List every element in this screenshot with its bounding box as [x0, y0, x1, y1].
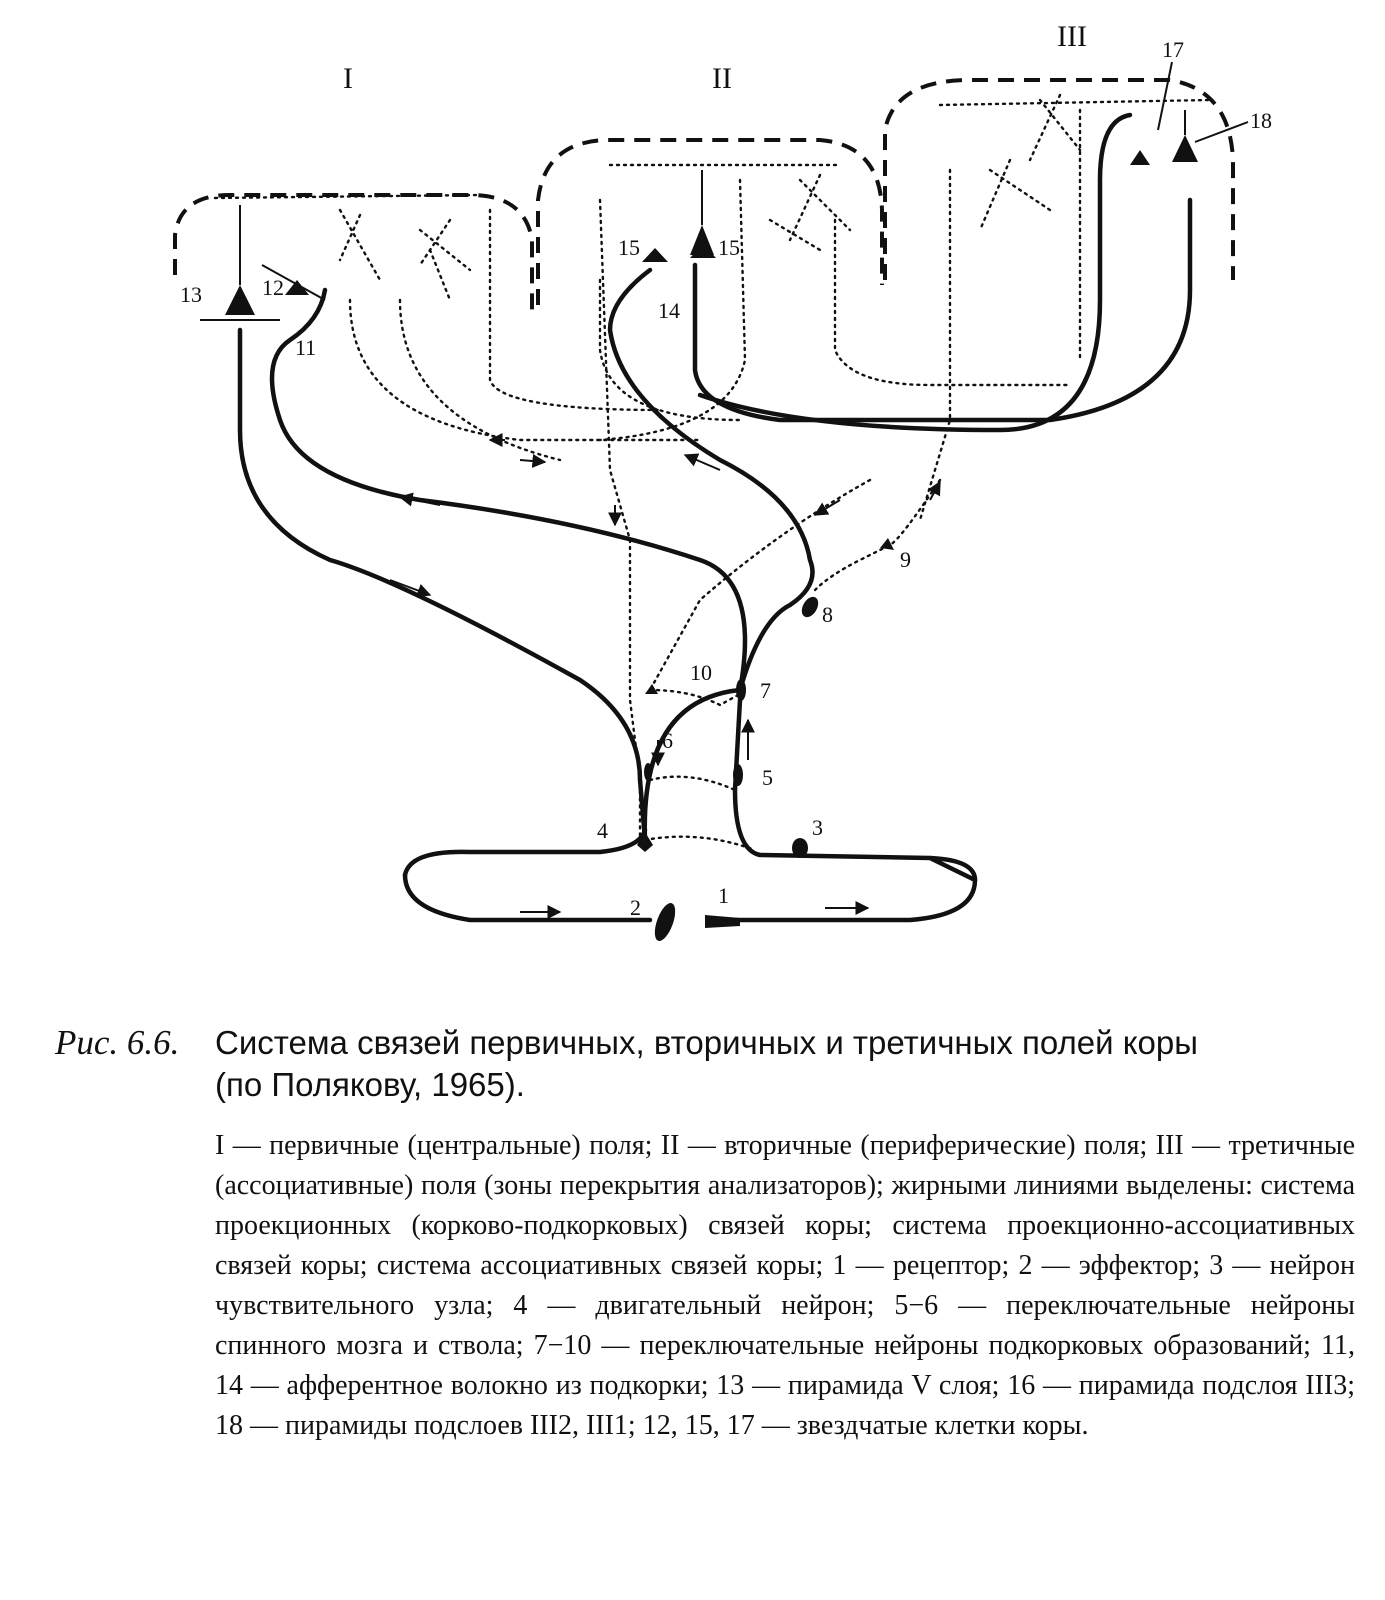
field-I-outline [173, 193, 534, 310]
caption-title: Система связей первичных, вторичных и тр… [215, 1022, 1198, 1106]
field-label-II: II [712, 62, 732, 95]
motor-neuron-4 [637, 832, 653, 852]
label-15-right: 15 [718, 235, 740, 260]
field-III-outline [883, 78, 1235, 280]
pyramid-cell-18 [1172, 135, 1198, 162]
stellate-cell-12 [285, 280, 309, 295]
caption-legend: I — первичные (центральные) поля; II — в… [215, 1130, 1355, 1441]
switch-neuron-8 [801, 596, 819, 618]
label-10: 10 [690, 660, 712, 685]
field-label-III: III [1057, 20, 1087, 53]
figure-reference: Рис. 6.6. [55, 1023, 180, 1062]
label-8: 8 [822, 602, 833, 627]
label-17: 17 [1162, 37, 1184, 62]
stellate-cell-15-right [690, 244, 716, 258]
cortex-connections-diagram: I II III 1 2 3 4 5 6 7 8 9 10 11 12 13 1… [173, 20, 1272, 941]
stellate-cell-15-left [642, 248, 668, 262]
label-4: 4 [597, 818, 608, 843]
label-11: 11 [295, 335, 316, 360]
switch-neuron-9 [880, 538, 894, 550]
switch-neuron-5 [733, 764, 743, 786]
neurons [200, 110, 1198, 941]
label-3: 3 [812, 815, 823, 840]
cortex-outlines [173, 78, 1235, 310]
field-label-I: I [343, 62, 353, 95]
label-1: 1 [718, 883, 729, 908]
label-12: 12 [262, 275, 284, 300]
caption-title-line1: Система связей первичных, вторичных и тр… [215, 1024, 1198, 1061]
switch-neuron-10 [645, 684, 658, 694]
figure-caption: Рис. 6.6. Система связей первичных, втор… [55, 1022, 1355, 1106]
label-9: 9 [900, 547, 911, 572]
label-13: 13 [180, 282, 202, 307]
fiber-arrows [389, 433, 941, 919]
pyramid-cell-13 [225, 285, 255, 315]
label-15-left: 15 [618, 235, 640, 260]
dendrite-texture [338, 93, 1082, 302]
projection-fibers [237, 112, 1193, 923]
association-fibers [213, 98, 1212, 852]
effector-2 [654, 903, 676, 941]
stellate-cell-17 [1130, 150, 1150, 165]
caption-title-block: Рис. 6.6. Система связей первичных, втор… [55, 1022, 1355, 1106]
label-14: 14 [658, 298, 680, 323]
sensory-ganglion-neuron-3 [792, 838, 808, 858]
label-6: 6 [662, 728, 673, 753]
label-5: 5 [762, 765, 773, 790]
field-II-outline [536, 138, 884, 305]
caption-title-line2: (по Полякову, 1965). [215, 1066, 525, 1103]
pyramid-cell-16 [690, 225, 714, 255]
label-7: 7 [760, 678, 771, 703]
label-18: 18 [1250, 108, 1272, 133]
label-2: 2 [630, 895, 641, 920]
receptor-1 [705, 915, 740, 928]
switch-neuron-6 [644, 763, 652, 781]
switch-neuron-7 [736, 679, 746, 701]
